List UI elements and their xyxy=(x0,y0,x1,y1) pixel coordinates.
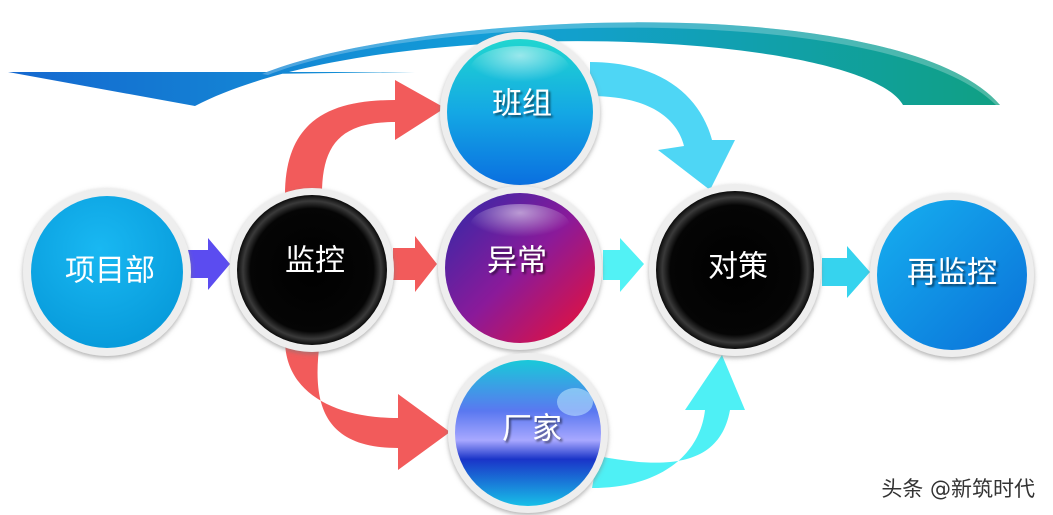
watermark-text: 头条 @新筑时代 xyxy=(881,477,1035,501)
arrow-jiankong-to-changjia xyxy=(285,340,450,470)
arrow-changjia-to-duice xyxy=(592,355,745,488)
arrow-jiankong-to-banzu xyxy=(285,80,445,195)
node-duice: 对策 xyxy=(649,184,821,356)
node-xiangmubu: 项目部 xyxy=(23,188,191,356)
node-banzu: 班组 xyxy=(440,32,600,192)
node-label-xiangmubu: 项目部 xyxy=(65,254,155,289)
node-label-zaijiankong: 再监控 xyxy=(907,256,997,291)
top-feedback-arrow xyxy=(8,22,1000,106)
node-zaijiankong: 再监控 xyxy=(870,193,1034,357)
arrow-duice-to-zaijiankong xyxy=(822,246,870,298)
arrow-banzu-to-duice xyxy=(590,62,735,190)
node-label-duice: 对策 xyxy=(708,250,768,285)
arrow-jiankong-to-yichang xyxy=(393,236,437,292)
arrow-yichang-to-duice xyxy=(603,238,644,292)
node-label-yichang: 异常 xyxy=(487,244,547,279)
node-label-changjia: 厂家 xyxy=(502,412,562,447)
node-changjia: 厂家 xyxy=(448,353,608,513)
node-label-jiankong: 监控 xyxy=(285,244,345,279)
node-jiankong: 监控 xyxy=(230,188,394,352)
arrow-xiangmubu-to-jiankong xyxy=(188,238,230,290)
node-yichang: 异常 xyxy=(438,186,602,350)
node-label-banzu: 班组 xyxy=(492,87,552,122)
